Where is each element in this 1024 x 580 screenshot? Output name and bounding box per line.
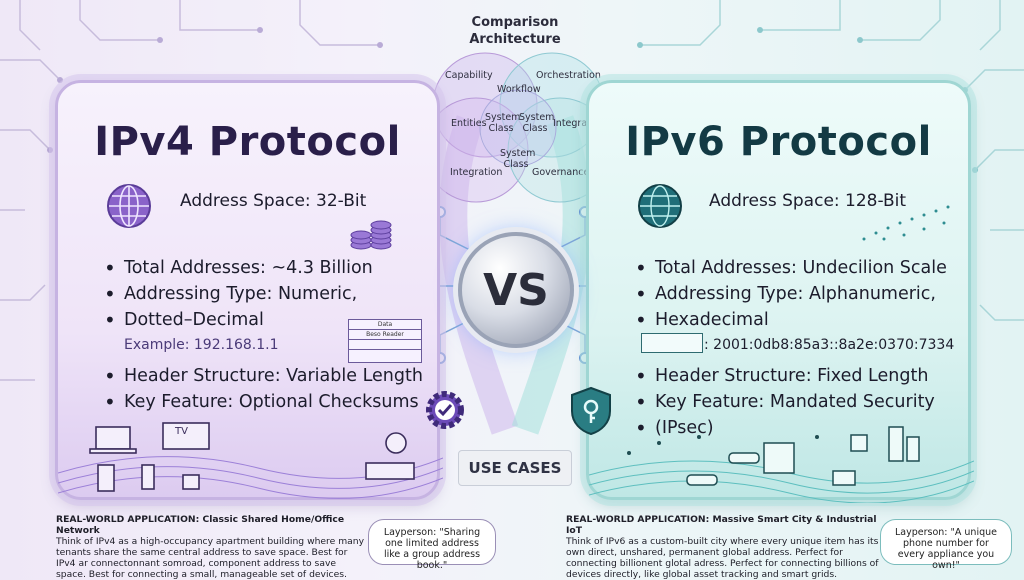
ipv6-example: : 2001:0db8:85a3::8a2e:0370:7334 (704, 337, 955, 353)
gear-check-icon (426, 391, 464, 429)
ipv6-key-feature-cont: (IPsec) (635, 415, 935, 441)
ipv6-panel: IPv6 Protocol Address Space: 128-Bit Tot… (571, 80, 974, 503)
ipv4-header-diagram: Data Beso Reader (348, 319, 422, 363)
ipv4-panel: IPv4 Protocol Address Space: 32-Bit Tota… (55, 80, 464, 500)
ipv6-bullets-2: Header Structure: Fixed Length Key Featu… (635, 363, 935, 441)
ipv6-header-structure: Header Structure: Fixed Length (635, 363, 935, 389)
ipv4-example: Example: 192.168.1.1 (124, 337, 279, 353)
ipv6-layperson-bubble: Layperson: "A unique phone number for ev… (880, 519, 1012, 571)
ipv6-total-addresses: Total Addresses: Undecilion Scale (635, 255, 947, 281)
globe-icon (107, 184, 151, 228)
shield-key-icon (571, 386, 611, 436)
ipv6-real-world: REAL-WORLD APPLICATION: Massive Smart Ci… (566, 514, 888, 580)
ipv4-addressing-type: Addressing Type: Numeric, (104, 281, 373, 307)
ipv6-real-world-body: Think of IPv6 as a custom-built city whe… (566, 536, 879, 580)
vs-badge: VS (458, 232, 574, 348)
venn-label-orchestration: Orchestration (536, 70, 601, 81)
venn-label-entities: Entities (451, 118, 487, 129)
venn-label-system-class-left: System Class (485, 112, 521, 134)
venn-label-workflow: Workflow (497, 84, 541, 95)
ipv6-real-world-heading: REAL-WORLD APPLICATION: Massive Smart Ci… (566, 514, 877, 536)
ipv6-addressing-type: Addressing Type: Alphanumeric, (635, 281, 947, 307)
ipv6-key-feature: Key Feature: Mandated Security (635, 389, 935, 415)
ipv4-header-structure: Header Structure: Variable Length (104, 363, 423, 389)
coin-stack-icon (350, 220, 392, 250)
tv-label: TV (175, 426, 188, 437)
dots-network-icon (862, 205, 950, 241)
ipv4-address-space: Address Space: 32-Bit (180, 191, 367, 211)
devices-illustration (58, 422, 443, 499)
venn-label-system-class-bottom: System Class (500, 148, 536, 170)
venn-label-system-class-right: System Class (519, 112, 555, 134)
ipv6-title: IPv6 Protocol (625, 119, 932, 165)
ipv4-layperson-bubble: Layperson: "Sharing one limited address … (368, 519, 496, 571)
ipv4-total-addresses: Total Addresses: ~4.3 Billion (104, 255, 373, 281)
venn-label-capability: Capability (445, 70, 493, 81)
ipv4-real-world-heading: REAL-WORLD APPLICATION: Classic Shared H… (56, 514, 345, 536)
venn-title: Comparison Architecture (469, 15, 561, 47)
use-cases-label: USE CASES (458, 450, 572, 486)
digital-globe-icon (638, 184, 682, 228)
venn-label-governance: Governance (532, 167, 590, 178)
ipv4-real-world: REAL-WORLD APPLICATION: Classic Shared H… (56, 514, 368, 580)
header-data-label: Data (349, 320, 421, 330)
ipv6-header-diagram (641, 333, 703, 353)
ipv4-bullets-2: Header Structure: Variable Length Key Fe… (104, 363, 423, 415)
ipv4-title: IPv4 Protocol (94, 119, 401, 165)
ipv4-real-world-body: Think of IPv4 as a high-occupancy apartm… (56, 536, 365, 580)
smart-city-illustration (589, 426, 974, 503)
ipv6-addressing-type-cont: Hexadecimal (635, 307, 947, 333)
ipv4-key-feature: Key Feature: Optional Checksums (104, 389, 423, 415)
venn-label-integratio: Integratio (553, 118, 600, 129)
header-reader-label: Beso Reader (349, 330, 421, 340)
ipv4-bullets: Total Addresses: ~4.3 Billion Addressing… (104, 255, 373, 333)
ipv6-address-space: Address Space: 128-Bit (709, 191, 907, 211)
venn-label-integration: Integration (450, 167, 503, 178)
ipv4-addressing-type-cont: Dotted–Decimal (104, 307, 373, 333)
ipv6-bullets: Total Addresses: Undecilion Scale Addres… (635, 255, 947, 333)
